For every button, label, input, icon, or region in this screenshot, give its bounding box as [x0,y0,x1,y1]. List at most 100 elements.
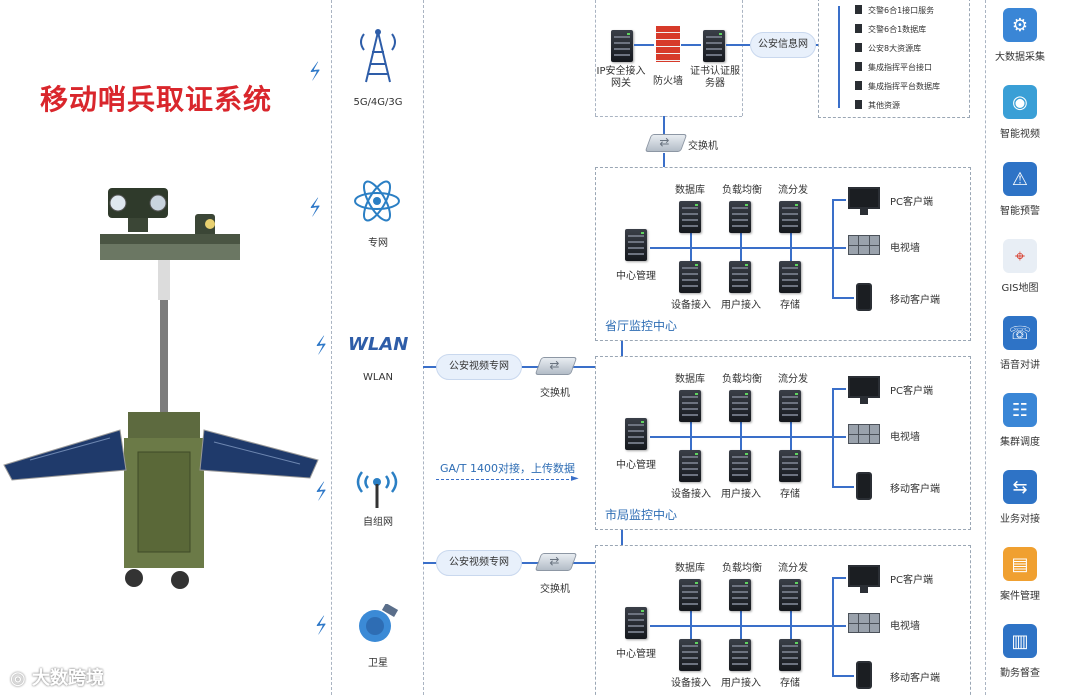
satellite-icon [359,604,399,642]
user-access-server-icon [729,450,751,482]
map-pin-icon[interactable]: ⌖ [1003,239,1037,273]
folder-icon[interactable]: ▤ [1003,547,1037,581]
stream-label: 流分发 [778,374,808,385]
function-label: 智能预警 [1000,206,1040,217]
book-icon[interactable]: ▥ [1003,624,1037,658]
gateway-server-icon [611,30,633,62]
mgmt-label: 中心管理 [616,460,656,471]
resource-item: 集成指挥平台数据库 [855,81,940,92]
resource-panel [818,0,970,118]
group-icon[interactable]: ☷ [1003,393,1037,427]
switch-icon [534,553,578,571]
user-access-label: 用户接入 [721,678,761,689]
video-wall-label: 电视墙 [890,432,920,443]
cell-tower-icon [360,29,396,83]
resource-item: 交警6合1接口服务 [855,5,934,16]
lb-label: 负载均衡 [722,374,762,385]
db-server-icon [679,579,701,611]
network-label-satellite: 卫星 [368,658,388,669]
user-access-server-icon [729,639,751,671]
function-label: 业务对接 [1000,514,1040,525]
lb-server-icon [729,390,751,422]
shuffle-icon[interactable]: ⇆ [1003,470,1037,504]
pc-client-icon [848,376,880,404]
pc-client-icon [848,187,880,215]
db-server-icon [679,201,701,233]
function-label: 智能视频 [1000,129,1040,140]
antenna-icon [356,471,398,508]
monitor-center-panel [595,356,971,530]
switch-label-1: 交换机 [540,388,570,399]
watermark: ◎ 大数跨境 [10,664,104,690]
mobile-client-label: 移动客户端 [890,673,940,684]
lightning-icon: ⚡ [304,58,328,87]
lb-label: 负载均衡 [722,563,762,574]
device-access-label: 设备接入 [671,678,711,689]
db-label: 数据库 [675,563,705,574]
stream-server-icon [779,579,801,611]
stream-server-icon [779,390,801,422]
function-label: 语音对讲 [1000,360,1040,371]
stream-server-icon [779,201,801,233]
watermark-logo-icon: ◎ [10,668,26,689]
atom-icon [354,180,400,222]
device-access-server-icon [679,261,701,293]
resource-item: 公安8大资源库 [855,43,921,54]
storage-label: 存储 [780,300,800,311]
mobile-client-label: 移动客户端 [890,295,940,306]
divider-functions [985,0,986,695]
stream-label: 流分发 [778,563,808,574]
pc-client-label: PC客户端 [890,575,934,586]
wlan-icon: WLAN [348,334,409,355]
mgmt-server-icon [625,607,647,639]
network-label-adhoc: 自组网 [363,517,393,528]
user-access-server-icon [729,261,751,293]
cloud-video-net-2: 公安视频专网 [436,550,522,576]
video-wall-label: 电视墙 [890,621,920,632]
resource-item: 其他资源 [855,100,900,111]
db-label: 数据库 [675,185,705,196]
page-title: 移动哨兵取证系统 [40,83,273,116]
sentry-device-illustration [3,188,319,589]
mobile-client-icon [856,283,872,311]
resource-item: 交警6合1数据库 [855,24,926,35]
device-access-label: 设备接入 [671,489,711,500]
video-wall-label: 电视墙 [890,243,920,254]
divider-network-right [423,0,424,695]
switch-icon [534,357,578,375]
lightning-icon: ⚡ [310,612,334,641]
gateway-label: IP安全接入网关 [596,66,646,89]
network-label-cellular: 5G/4G/3G [353,97,403,108]
center-name: 省厅监控中心 [605,319,678,333]
data-collect-icon[interactable]: ⚙ [1003,8,1037,42]
switch-icon [644,134,688,152]
cloud-police-info-net: 公安信息网 [750,32,816,58]
pc-client-label: PC客户端 [890,386,934,397]
device-access-server-icon [679,450,701,482]
storage-server-icon [779,450,801,482]
mgmt-server-icon [625,229,647,261]
user-access-label: 用户接入 [721,300,761,311]
firewall-label: 防火墙 [653,76,683,87]
mgmt-server-icon [625,418,647,450]
watermark-text: 大数跨境 [32,668,104,689]
resource-item: 集成指挥平台接口 [855,62,932,73]
alert-icon[interactable]: ⚠ [1003,162,1037,196]
mobile-client-label: 移动客户端 [890,484,940,495]
pc-client-label: PC客户端 [890,197,934,208]
cert-server-icon [703,30,725,62]
camera-icon[interactable]: ◉ [1003,85,1037,119]
storage-label: 存储 [780,489,800,500]
cert-label: 证书认证服务器 [690,66,740,89]
function-label: 集群调度 [1000,437,1040,448]
intercom-icon[interactable]: ☏ [1003,316,1037,350]
center-name: 市局监控中心 [605,508,678,522]
function-label: 案件管理 [1000,591,1040,602]
stream-label: 流分发 [778,185,808,196]
user-access-label: 用户接入 [721,489,761,500]
switch-label: 交换机 [688,141,718,152]
function-label: 勤务督查 [1000,668,1040,679]
pc-client-icon [848,565,880,593]
storage-server-icon [779,261,801,293]
db-label: 数据库 [675,374,705,385]
